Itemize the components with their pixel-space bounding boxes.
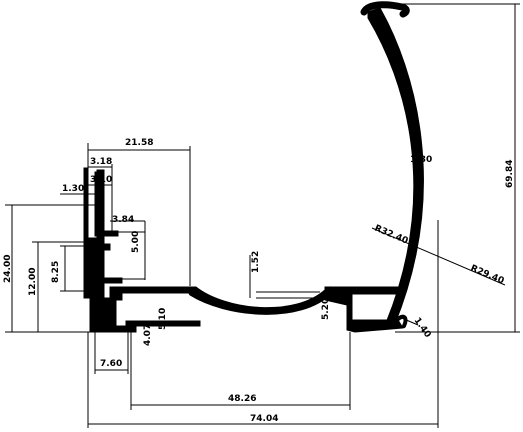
- left-wall: [83, 167, 123, 299]
- dim-4-71: 4.71: [101, 298, 111, 320]
- dim-1-80: 1.80: [410, 155, 432, 165]
- dim-r32-40: R32.40: [373, 224, 409, 247]
- top-hook: [360, 1, 410, 18]
- dim-12-00: 12.00: [28, 268, 38, 296]
- dim-3-10: 3.10: [90, 175, 112, 185]
- dim-5-10: 5.10: [158, 308, 168, 330]
- lip-hook: [393, 314, 408, 328]
- dim-69-84: 69.84: [505, 160, 515, 188]
- curved-arm: [367, 7, 424, 327]
- inner-wall: [94, 171, 102, 237]
- trough: [184, 286, 333, 315]
- dim-3-18: 3.18: [90, 157, 112, 167]
- dim-3-84: 3.84: [112, 215, 134, 225]
- dim-r29-40: R29.40: [469, 264, 505, 287]
- dim-1-52: 1.52: [251, 251, 261, 273]
- dim-21-58: 21.58: [125, 138, 153, 148]
- dim-24-00: 24.00: [3, 255, 13, 283]
- dim-1-40: 1.40: [412, 316, 433, 340]
- dim-48-26: 48.26: [228, 394, 256, 404]
- dim-5-00: 5.00: [131, 231, 141, 253]
- dim-7-60: 7.60: [100, 359, 122, 369]
- dim-74-04: 74.04: [250, 414, 278, 424]
- dim-5-20: 5.20: [321, 298, 331, 320]
- base-left-block: [89, 286, 201, 333]
- dim-4-07: 4.07: [143, 324, 153, 346]
- profile-section: [83, 1, 424, 333]
- dimension-lines: [5, 3, 520, 428]
- dim-8-25: 8.25: [51, 261, 61, 283]
- dim-1-30: 1.30: [62, 184, 84, 194]
